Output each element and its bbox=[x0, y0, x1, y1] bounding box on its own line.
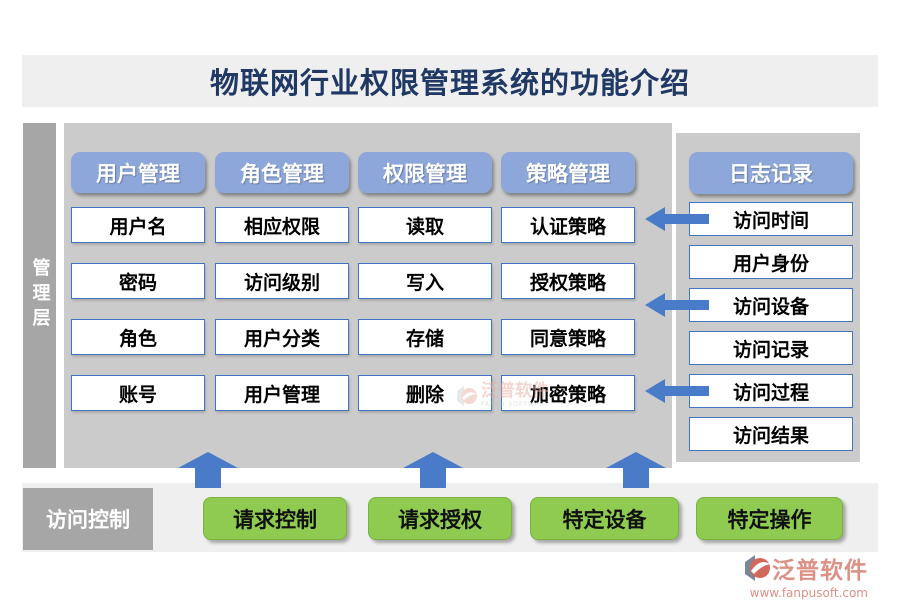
diagram-box-store: 存储 bbox=[358, 319, 492, 355]
diagram-box-corresponding-permission: 相应权限 bbox=[215, 207, 349, 243]
arrow-left-icon bbox=[645, 293, 709, 317]
diagram-box-consent-policy: 同意策略 bbox=[501, 319, 635, 355]
request-control-box: 请求控制 bbox=[203, 497, 347, 540]
diagram-box-read: 读取 bbox=[358, 207, 492, 243]
footer-brand: 泛普软件 bbox=[772, 558, 868, 584]
specific-device-box: 特定设备 bbox=[530, 497, 679, 540]
diagram-box-auth-policy: 认证策略 bbox=[501, 207, 635, 243]
diagram-box-authorization-policy: 授权策略 bbox=[501, 263, 635, 299]
specific-operation-box: 特定操作 bbox=[696, 497, 843, 540]
request-authorization-box: 请求授权 bbox=[368, 497, 512, 540]
column-header-user-management: 用户管理 bbox=[71, 152, 205, 193]
diagram-box-access-result: 访问结果 bbox=[689, 417, 853, 451]
diagram-box-access-level: 访问级别 bbox=[215, 263, 349, 299]
diagram-box-access-device: 访问设备 bbox=[689, 288, 853, 322]
diagram-box-encryption-policy: 加密策略 bbox=[501, 375, 635, 411]
arrow-left-icon bbox=[645, 207, 709, 231]
center-watermark: 泛普软件 FANPU SOFTWARE bbox=[455, 383, 550, 408]
footer-logo: 泛普软件 www.fanpusoft.com bbox=[744, 551, 868, 600]
log-column: 日志记录 访问时间 用户身份 访问设备 访问记录 访问过程 访问结果 bbox=[689, 152, 853, 460]
diagram-box-user-classification: 用户分类 bbox=[215, 319, 349, 355]
arrow-up-icon bbox=[403, 452, 463, 488]
diagram-box-account: 账号 bbox=[71, 375, 205, 411]
column-header-permission-management: 权限管理 bbox=[358, 152, 492, 193]
permission-management-column: 权限管理 读取 写入 存储 删除 bbox=[358, 152, 492, 431]
role-management-column: 角色管理 相应权限 访问级别 用户分类 用户管理 bbox=[215, 152, 349, 431]
column-header-policy-management: 策略管理 bbox=[501, 152, 635, 193]
diagram-box-username: 用户名 bbox=[71, 207, 205, 243]
arrow-up-icon bbox=[606, 452, 666, 488]
access-control-box: 访问控制 bbox=[23, 488, 153, 550]
user-management-column: 用户管理 用户名 密码 角色 账号 bbox=[71, 152, 205, 431]
title-band: 物联网行业权限管理系统的功能介绍 bbox=[22, 55, 878, 107]
fanpu-logo-icon bbox=[457, 385, 477, 406]
column-header-role-management: 角色管理 bbox=[215, 152, 349, 193]
arrow-up-icon bbox=[178, 452, 238, 488]
watermark-brand: 泛普软件 bbox=[481, 381, 549, 401]
watermark-subtitle: FANPU SOFTWARE bbox=[481, 401, 550, 408]
diagram-box-user-management: 用户管理 bbox=[215, 375, 349, 411]
diagram-box-access-time: 访问时间 bbox=[689, 202, 853, 236]
policy-management-column: 策略管理 认证策略 授权策略 同意策略 加密策略 bbox=[501, 152, 635, 431]
page-title: 物联网行业权限管理系统的功能介绍 bbox=[209, 66, 690, 100]
diagram-box-password: 密码 bbox=[71, 263, 205, 299]
footer-url: www.fanpusoft.com bbox=[749, 586, 868, 600]
sidebar-label: 管理层 bbox=[29, 258, 51, 333]
diagram-box-access-record: 访问记录 bbox=[689, 331, 853, 365]
diagram-box-user-identity: 用户身份 bbox=[689, 245, 853, 279]
column-header-log-record: 日志记录 bbox=[689, 152, 853, 194]
access-control-label: 访问控制 bbox=[46, 508, 130, 532]
arrow-left-icon bbox=[645, 379, 709, 403]
diagram-box-access-process: 访问过程 bbox=[689, 374, 853, 408]
diagram-box-write: 写入 bbox=[358, 263, 492, 299]
fanpu-logo-icon bbox=[745, 555, 770, 581]
diagram-box-role: 角色 bbox=[71, 319, 205, 355]
management-layer-sidebar: 管理层 bbox=[23, 123, 56, 468]
